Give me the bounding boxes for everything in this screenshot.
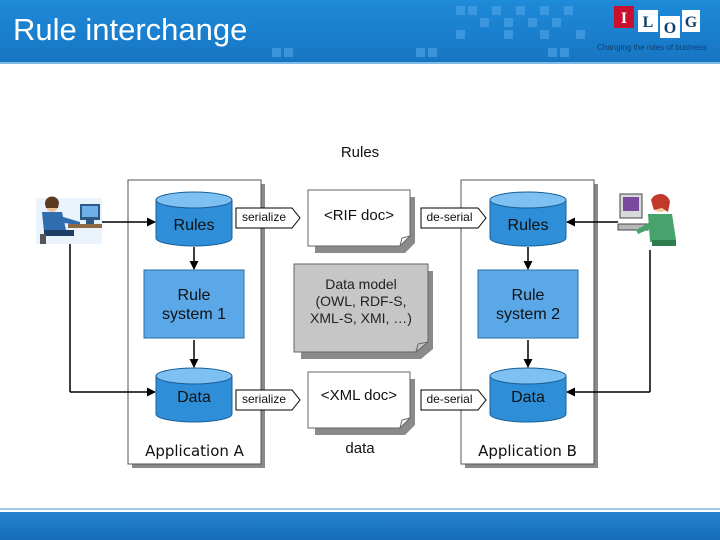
rules-database-b-label: Rules: [507, 217, 549, 234]
decorative-square: [564, 6, 573, 15]
deserial-top-label: de-serial: [426, 210, 473, 224]
decorative-square: [416, 48, 425, 57]
rif-document: [307, 189, 415, 253]
deserial-arrow-bottom: [420, 389, 487, 411]
logo-letter: I: [621, 10, 627, 27]
rules-database-a-label: Rules: [173, 217, 215, 234]
rule-system-1-line1: Rule: [177, 287, 211, 304]
decorative-square: [504, 30, 513, 39]
decorative-square: [516, 6, 525, 15]
decorative-square: [548, 48, 557, 57]
logo-tagline: Changing the rules of business: [597, 43, 707, 52]
rule-system-2-box: [477, 269, 579, 339]
decorative-square: [456, 30, 465, 39]
application-b-caption: Application B: [478, 442, 577, 460]
rules-top-label: Rules: [340, 144, 380, 161]
decorative-square: [552, 18, 561, 27]
data-model-line3: XML-S, XMI, …): [310, 309, 412, 326]
logo-letter: L: [643, 14, 654, 31]
data-model-line2: (OWL, RDF-S,: [315, 292, 407, 309]
rules-database-a: [155, 191, 233, 247]
serialize-arrow-bottom: [235, 389, 301, 411]
deserial-bottom-label: de-serial: [426, 392, 473, 406]
decorative-square: [480, 18, 489, 27]
rule-system-1-label: Rule system 1: [144, 286, 244, 324]
user-b-at-computer-icon: [617, 188, 678, 250]
data-model-document: [293, 263, 433, 359]
decorative-square: [560, 48, 569, 57]
data-database-b: [489, 367, 567, 423]
xml-document: [307, 371, 415, 435]
decorative-square: [428, 48, 437, 57]
decorative-square: [576, 30, 585, 39]
rules-database-b: [489, 191, 567, 247]
serialize-arrow-top: [235, 207, 301, 229]
decorative-square: [468, 6, 477, 15]
logo-letter: G: [685, 14, 698, 31]
header-bar: [0, 0, 720, 62]
decorative-square: [540, 6, 549, 15]
data-database-a: [155, 367, 233, 423]
xml-document-label: <XML doc>: [320, 387, 398, 404]
logo-letter: O: [664, 20, 676, 37]
serialize-bottom-label: serialize: [241, 392, 286, 406]
decorative-square: [492, 6, 501, 15]
decorative-square: [528, 18, 537, 27]
ilog-logo: I L O G: [614, 6, 700, 38]
deserial-arrow-top: [420, 207, 487, 229]
data-model-line1: Data model: [325, 276, 397, 292]
data-label: data: [345, 440, 375, 457]
decorative-square: [540, 30, 549, 39]
serialize-top-label: serialize: [241, 210, 286, 224]
rif-document-label: <RIF doc>: [323, 207, 395, 224]
data-database-a-label: Data: [177, 389, 211, 406]
user-a-at-computer-icon: [36, 196, 102, 244]
decorative-square: [284, 48, 293, 57]
rule-system-2-line1: Rule: [511, 287, 545, 304]
data-database-b-label: Data: [511, 389, 545, 406]
decorative-square: [504, 18, 513, 27]
header-divider: [0, 62, 720, 64]
data-model-label: Data model (OWL, RDF-S, XML-S, XMI, …): [294, 276, 428, 326]
rule-system-1-line2: system 1: [161, 306, 226, 324]
footer-bar: [0, 512, 720, 540]
rule-system-2-line2: system 2: [495, 306, 560, 324]
rule-system-1-box: [143, 269, 245, 339]
decorative-square: [272, 48, 281, 57]
footer-divider: [0, 508, 720, 510]
application-a-caption: Application A: [145, 442, 244, 460]
decorative-square: [456, 6, 465, 15]
rule-system-2-label: Rule system 2: [478, 286, 578, 324]
slide-title: Rule interchange: [13, 12, 248, 47]
